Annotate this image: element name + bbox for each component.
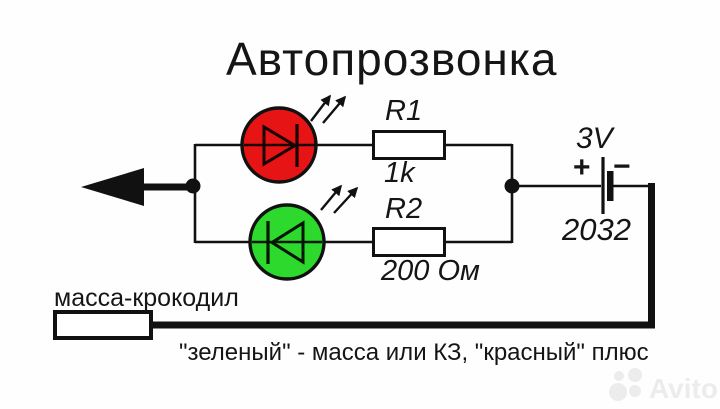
red-led (240, 94, 347, 184)
junction-dot-left (185, 178, 201, 194)
green-led-emission-arrows-icon (320, 184, 359, 214)
green-led-anode-triangle (269, 220, 305, 265)
watermark-logo-icon: Avito (609, 368, 718, 404)
resistor-r1-label: R1 (385, 95, 423, 127)
battery-minus-plate (607, 171, 614, 201)
junction-dot-right (504, 178, 520, 194)
battery-symbol (601, 157, 614, 214)
probe-arrow (81, 168, 196, 206)
green-led (248, 184, 359, 281)
legend-caption: "зеленый" - масса или КЗ, "красный" плюс (179, 339, 649, 366)
battery-model-label: 2032 (562, 212, 631, 247)
crocodile-clip-body (53, 310, 153, 340)
page-title: Автопрозвонка (226, 33, 558, 85)
crocodile-clip-label: масса-крокодил (54, 284, 239, 312)
resistor-r1-body (372, 130, 446, 160)
resistor-r2-value: 200 Ом (381, 255, 480, 287)
resistor-r2-label: R2 (385, 193, 423, 225)
red-led-emission-arrows-icon (310, 94, 347, 124)
battery-plus-sign: + (573, 151, 591, 184)
watermark-text: Avito (649, 373, 718, 404)
probe-tip-icon (81, 168, 144, 206)
circuit-wires (193, 143, 651, 244)
red-led-anode-triangle (262, 124, 298, 167)
watermark: Avito (608, 366, 720, 409)
battery-minus-sign: − (613, 150, 631, 183)
battery-voltage-label: 3V (576, 122, 613, 155)
resistor-r2-body (372, 227, 446, 257)
resistor-r1-value: 1k (384, 157, 415, 189)
